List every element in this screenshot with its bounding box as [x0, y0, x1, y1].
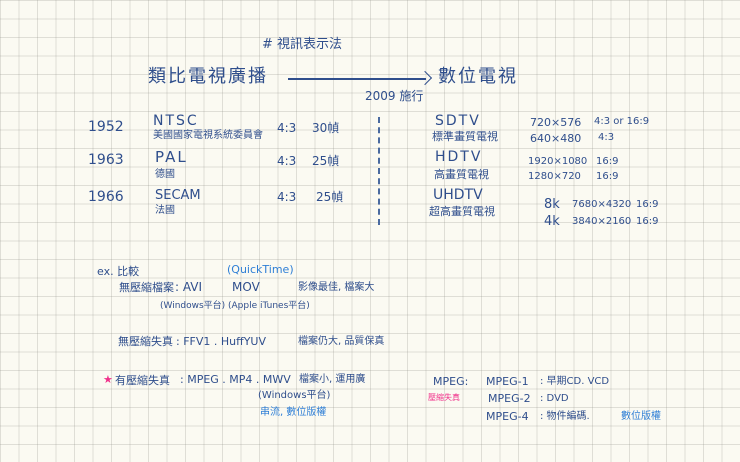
lossy-platform: (Windows平台): [258, 390, 331, 401]
standard-name: SECAM: [155, 188, 201, 203]
lossless-formats: : AVI: [175, 280, 203, 294]
resolution: 1920×1080: [528, 156, 588, 167]
lossless-label: 無壓縮檔案: [119, 281, 174, 294]
resolution-label: 4k: [544, 214, 560, 229]
mpeg-use: : 早期CD. VCD: [540, 376, 610, 387]
standard-name: NTSC: [153, 113, 199, 129]
comparison-title: ex. 比較: [97, 265, 140, 278]
page-heading: # 視訊表示法: [262, 37, 343, 52]
frame-rate: 25幀: [316, 190, 344, 204]
apple-platform: (Apple iTunes平台): [228, 301, 310, 311]
lossy-note: 檔案小, 運用廣: [299, 374, 366, 385]
year: 1952: [88, 119, 124, 135]
year: 1966: [88, 189, 124, 205]
lossless-note: 影像最佳, 檔案大: [298, 282, 375, 293]
star-icon: ★: [103, 373, 113, 386]
lossless-compressed-label: 無壓縮失真: [118, 335, 173, 348]
frame-rate: 30幀: [312, 121, 340, 135]
lossless-compressed-note: 檔案仍大, 品質保真: [298, 336, 385, 347]
mpeg-name: MPEG-1: [486, 375, 529, 388]
windows-platform: (Windows平台): [160, 301, 226, 311]
lossy-usage: 串流, 數位版權: [260, 407, 327, 418]
transition-arrow-line: [288, 78, 426, 80]
quicktime-note: (QuickTime): [227, 263, 294, 276]
standard-origin: 德國: [155, 169, 175, 180]
standard-name: HDTV: [435, 149, 483, 165]
aspect-ratio: 4:3: [598, 132, 615, 143]
resolution: 7680×4320: [572, 199, 632, 210]
aspect-ratio: 4:3 or 16:9: [594, 116, 650, 127]
aspect-ratio: 4:3: [277, 121, 297, 135]
aspect-ratio: 4:3: [277, 190, 297, 204]
arrow-right-icon: [417, 70, 433, 86]
mpeg-name: MPEG-4: [486, 410, 529, 423]
mpeg-extra: 數位版權: [621, 411, 661, 422]
standard-origin: 美國國家電視系統委員會: [153, 130, 263, 141]
standard-name: UHDTV: [433, 187, 483, 203]
standard-origin: 法國: [155, 205, 175, 216]
standard-desc: 標準畫質電視: [432, 130, 498, 143]
standard-name: PAL: [155, 148, 188, 166]
frame-rate: 25幀: [312, 154, 340, 168]
resolution: 3840×2160: [572, 216, 632, 227]
aspect-ratio: 4:3: [277, 154, 297, 168]
lossy-label: 有壓縮失真: [115, 374, 170, 387]
lossless-compressed-formats: : FFV1 . HuffYUV: [176, 335, 266, 348]
resolution: 640×480: [530, 132, 582, 145]
aspect-ratio: 16:9: [596, 156, 619, 167]
analog-broadcast-label: 類比電視廣播: [148, 66, 268, 87]
lossy-formats: : MPEG . MP4 . MWV: [180, 373, 291, 386]
year: 1963: [88, 152, 124, 168]
transition-note: 2009 施行: [365, 89, 424, 103]
aspect-ratio: 16:9: [636, 199, 659, 210]
standard-desc: 高畫質電視: [434, 168, 489, 181]
resolution: 720×576: [530, 116, 582, 129]
mpeg-title: MPEG:: [433, 375, 469, 388]
aspect-ratio: 16:9: [596, 171, 619, 182]
standard-desc: 超高畫質電視: [429, 205, 495, 218]
aspect-ratio: 16:9: [636, 216, 659, 227]
lossy-tag: 壓縮失真: [428, 393, 460, 402]
digital-tv-label: 數位電視: [438, 66, 518, 87]
mpeg-use: : DVD: [540, 393, 569, 404]
mov-format: MOV: [232, 280, 260, 294]
resolution: 1280×720: [528, 171, 581, 182]
column-divider: [378, 117, 380, 225]
resolution-label: 8k: [544, 197, 560, 212]
standard-name: SDTV: [435, 113, 481, 129]
mpeg-name: MPEG-2: [488, 392, 531, 405]
mpeg-use: : 物件編碼.: [540, 411, 590, 422]
